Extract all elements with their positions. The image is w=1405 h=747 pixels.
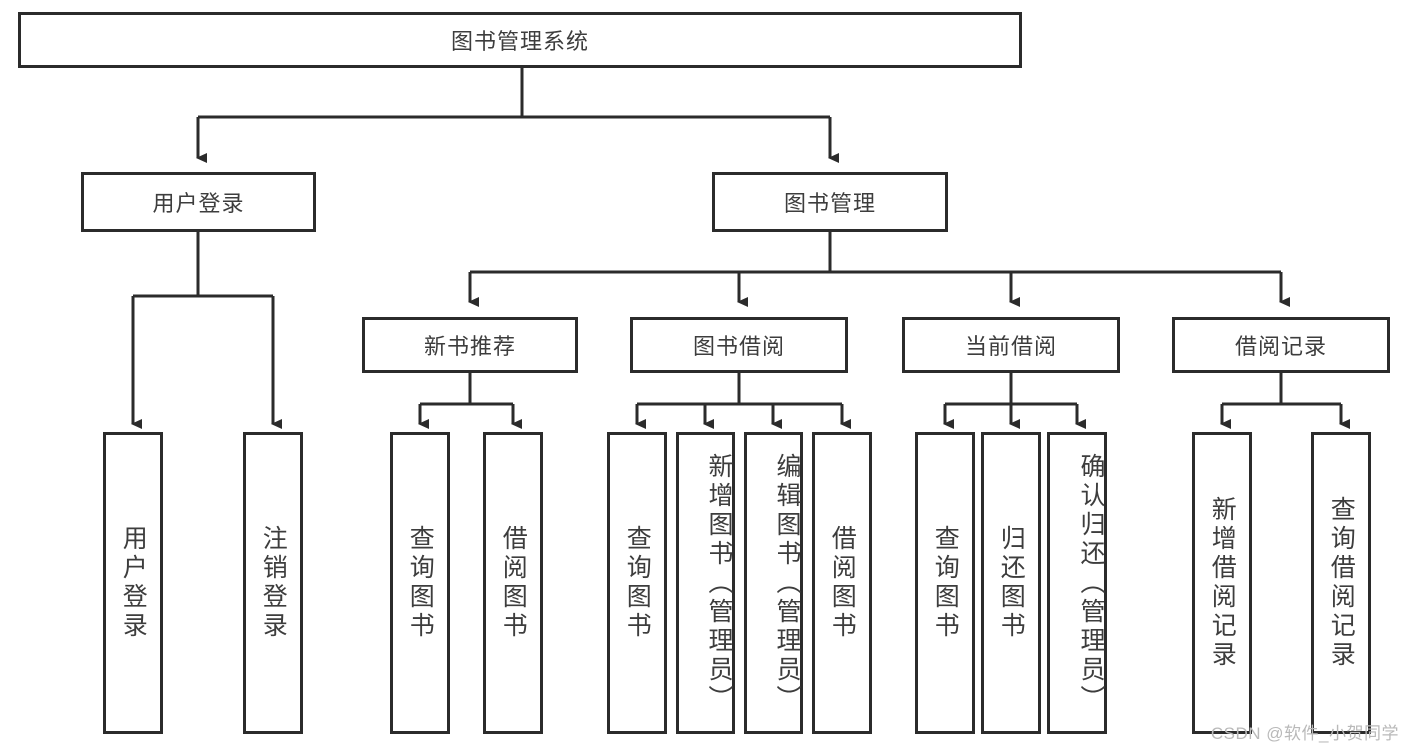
- node-book-management[interactable]: 图书管理: [712, 172, 948, 232]
- leaf-current-return-book[interactable]: 归还图书: [981, 432, 1041, 734]
- node-root-system[interactable]: 图书管理系统: [18, 12, 1022, 68]
- leaf-user-login[interactable]: 用户登录: [103, 432, 163, 734]
- leaf-borrow-borrow-book[interactable]: 借阅图书: [812, 432, 872, 734]
- node-current-borrow[interactable]: 当前借阅: [902, 317, 1120, 373]
- leaf-record-add-record[interactable]: 新增借阅记录: [1192, 432, 1252, 734]
- leaf-recommend-borrow-book[interactable]: 借阅图书: [483, 432, 543, 734]
- leaf-recommend-query-book[interactable]: 查询图书: [390, 432, 450, 734]
- leaf-borrow-edit-book-admin[interactable]: 编辑图书（管理员）: [744, 432, 803, 734]
- leaf-user-logout[interactable]: 注销登录: [243, 432, 303, 734]
- node-book-borrow[interactable]: 图书借阅: [630, 317, 848, 373]
- leaf-current-query-book[interactable]: 查询图书: [915, 432, 975, 734]
- leaf-borrow-query-book[interactable]: 查询图书: [607, 432, 667, 734]
- node-new-book-recommend[interactable]: 新书推荐: [362, 317, 578, 373]
- node-user-login[interactable]: 用户登录: [81, 172, 316, 232]
- leaf-borrow-add-book-admin[interactable]: 新增图书（管理员）: [676, 432, 735, 734]
- leaf-current-confirm-return-admin[interactable]: 确认归还（管理员）: [1047, 432, 1107, 734]
- node-borrow-record[interactable]: 借阅记录: [1172, 317, 1390, 373]
- leaf-record-query-record[interactable]: 查询借阅记录: [1311, 432, 1371, 734]
